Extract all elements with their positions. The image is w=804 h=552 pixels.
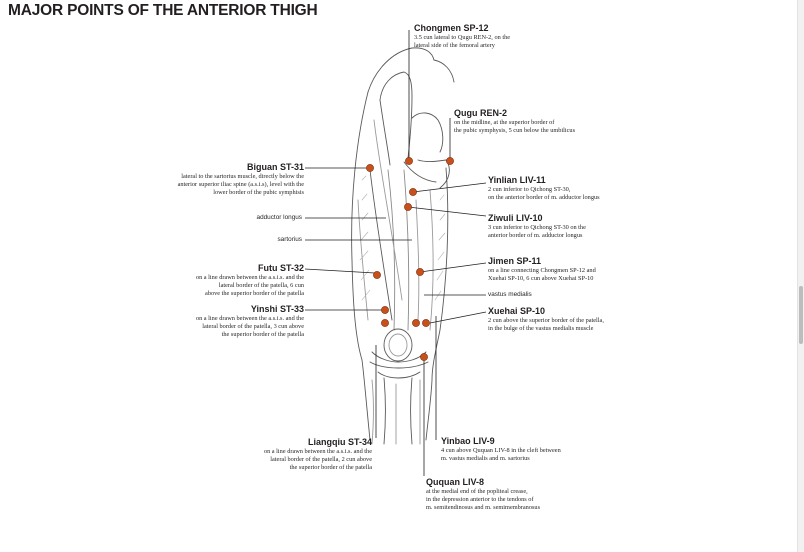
- point-yinbao-liv9: [412, 319, 420, 327]
- point-ququan-liv8: [420, 353, 428, 361]
- point-ziwuli-liv10: [404, 203, 412, 211]
- label-xuehai: Xuehai SP-10 2 cun above the superior bo…: [488, 306, 604, 333]
- leader-lines: [304, 30, 487, 476]
- label-liangqiu: Liangqiu ST-34 on a line drawn between t…: [263, 437, 372, 472]
- label-futu: Futu ST-32 on a line drawn between the a…: [195, 263, 304, 298]
- label-adductor-longus: adductor longus: [256, 214, 302, 221]
- label-chongmen: Chongmen SP-12 3.5 cun lateral to Qugu R…: [414, 23, 511, 50]
- label-biguan: Biguan ST-31 lateral to the sartorius mu…: [177, 162, 304, 197]
- acupoints: [366, 157, 454, 361]
- label-yinlian: Yinlian LIV-11 2 cun inferior to Qichong…: [488, 175, 600, 202]
- label-jimen: Jimen SP-11 on a line connecting Chongme…: [488, 256, 596, 283]
- label-ziwuli: Ziwuli LIV-10 3 cun inferior to Qichong …: [488, 213, 586, 240]
- scrollbar-thumb[interactable]: [799, 286, 803, 344]
- label-yinshi: Yinshi ST-33 on a line drawn between the…: [195, 304, 304, 339]
- label-sartorius: sartorius: [277, 236, 302, 243]
- diagram-title: MAJOR POINTS OF THE ANTERIOR THIGH: [8, 2, 318, 19]
- point-biguan-st31: [366, 164, 374, 172]
- point-jimen-sp11: [416, 268, 424, 276]
- point-qugu-ren2: [446, 157, 454, 165]
- label-ququan: Ququan LIV-8 at the medial end of the po…: [426, 477, 541, 512]
- label-yinbao: Yinbao LIV-9 4 cun above Ququan LIV-8 in…: [441, 436, 561, 463]
- point-xuehai-sp10: [422, 319, 430, 327]
- label-vastus-medialis: vastus medialis: [488, 291, 532, 298]
- leg-illustration: [351, 47, 455, 445]
- point-yinlian-liv11: [409, 188, 417, 196]
- vertical-scrollbar[interactable]: [797, 0, 804, 552]
- point-yinshi-st33: [381, 306, 389, 314]
- point-futu-st32: [373, 271, 381, 279]
- point-liangqiu-st34: [381, 319, 389, 327]
- label-qugu: Qugu REN-2 on the midline, at the superi…: [454, 108, 576, 135]
- point-chongmen-sp12: [405, 157, 413, 165]
